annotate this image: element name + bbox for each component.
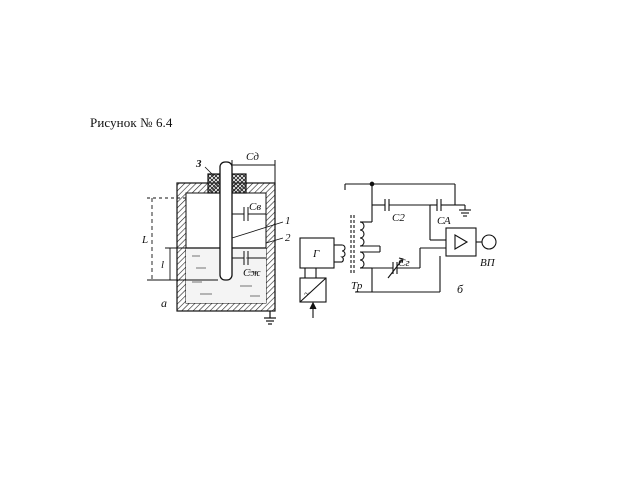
label-transformer: Тр (351, 280, 363, 292)
label-cg: Сг (398, 257, 410, 269)
label-cd: Сд (246, 151, 259, 163)
czh-capacitor (232, 251, 266, 265)
vessel-ground-icon (264, 311, 276, 325)
label-ca: СА (437, 215, 451, 227)
label-rectifier: ~ (304, 289, 310, 300)
cv-capacitor (232, 207, 266, 221)
circuit-labels: Г ~ Тр С2 СА Сг ВП б (304, 212, 496, 300)
vessel-diagram (147, 160, 284, 325)
label-L: L (141, 234, 148, 246)
electrode (219, 161, 233, 281)
vessel-labels: Сд Св Сж 1 2 3 L l а (141, 151, 291, 310)
label-cv: Св (249, 201, 261, 213)
label-num-2: 2 (285, 232, 291, 244)
label-czh: Сж (243, 267, 261, 279)
leader-lines (204, 166, 284, 244)
label-l: l (161, 259, 164, 271)
label-generator: Г (312, 248, 320, 260)
generator-box (299, 237, 335, 269)
part-label-a: а (161, 296, 167, 310)
label-vp: ВП (480, 257, 496, 269)
part-label-b: б (457, 282, 464, 296)
length-dimensions (147, 197, 218, 281)
label-num-3: 3 (195, 158, 202, 170)
label-c2: С2 (392, 212, 405, 224)
circuit-diagram (299, 181, 497, 318)
cd-dimension (231, 160, 276, 183)
figure-caption: Рисунок № 6.4 (90, 115, 173, 130)
label-num-1: 1 (285, 215, 291, 227)
